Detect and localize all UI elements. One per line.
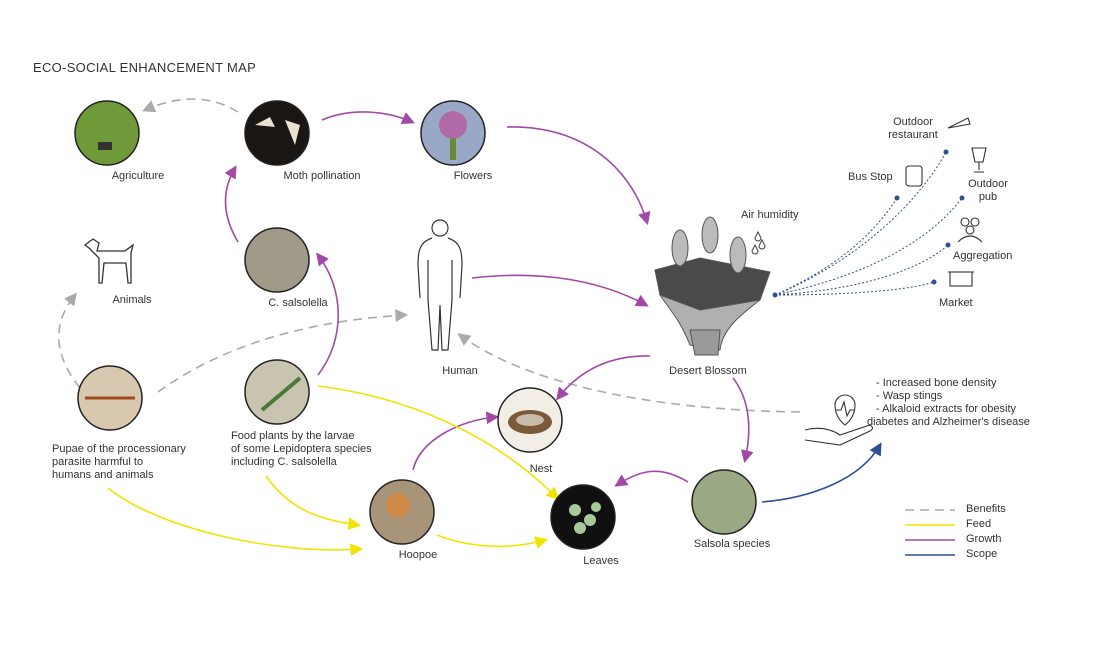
label-agriculture: Agriculture [111, 170, 165, 182]
label-hoopoe: Hoopoe [398, 549, 438, 561]
legend-growth: Growth [966, 533, 1002, 545]
moth-image [244, 100, 310, 166]
label-flowers: Flowers [453, 170, 493, 182]
label-desert-blossom: Desert Blossom [669, 365, 747, 377]
edge-human-blossom [471, 274, 649, 307]
label-nest: Nest [529, 463, 553, 475]
food-plants-image [244, 359, 310, 425]
legend-lines [905, 509, 955, 556]
edge-moth-agriculture [142, 98, 239, 113]
label-animals: Animals [112, 294, 152, 306]
dog-icon [83, 238, 135, 284]
market-icon [948, 271, 974, 287]
label-leaves: Leaves [583, 555, 619, 567]
label-air-humidity: Air humidity [741, 209, 799, 221]
health-benefits-list: - Increased bone density- Wasp stings- A… [867, 377, 1030, 428]
health-hand-heart-icon [804, 394, 874, 446]
edge-health-human [457, 333, 801, 413]
people-group-icon [957, 217, 983, 243]
legend-scope: Scope [966, 548, 998, 560]
edge-hoopoe-nest [412, 411, 500, 471]
map-title: ECO-SOCIAL ENHANCEMENT MAP [33, 60, 257, 75]
edge-flowers-blossom [506, 126, 651, 226]
label-moth-pollination: Moth pollination [283, 170, 361, 182]
edge-pupae-animals [58, 292, 81, 389]
edge-pupae-hoopoe [107, 487, 364, 557]
human-figure-icon [417, 219, 463, 351]
legend-feed: Feed [966, 518, 992, 530]
legend-benefits: Benefits [966, 503, 1006, 515]
cocktail-icon [971, 147, 987, 173]
edge-hoopoe-leaves [436, 534, 549, 549]
pizza-icon [947, 117, 971, 129]
edge-salsolella-moth [224, 165, 239, 243]
label-bus-stop: Bus Stop [848, 171, 893, 183]
bus-icon [905, 165, 923, 187]
label-market: Market [939, 297, 973, 309]
edge-blossom-nest [556, 355, 651, 401]
label-salsola: Salsola species [693, 538, 771, 550]
leaves-image [550, 484, 616, 550]
label-salsolella: C. salsolella [268, 297, 328, 309]
salsola-image [691, 469, 757, 535]
edge-foodplants-salsolella [316, 252, 340, 376]
label-aggregation: Aggregation [953, 250, 1013, 262]
edge-foodplants-leaves [317, 385, 560, 501]
edge-blossom-salsola [732, 377, 754, 464]
salsolella-image [244, 227, 310, 293]
desert-blossom-model [654, 216, 771, 356]
label-human: Human [442, 365, 478, 377]
edge-salsola-leaves [614, 470, 689, 487]
edge-salsola-health [761, 442, 882, 503]
agriculture-image [74, 100, 140, 166]
edge-pupae-human [157, 309, 409, 393]
edge-foodplants-hoopoe [265, 475, 362, 531]
edge-moth-flowers [321, 111, 415, 124]
